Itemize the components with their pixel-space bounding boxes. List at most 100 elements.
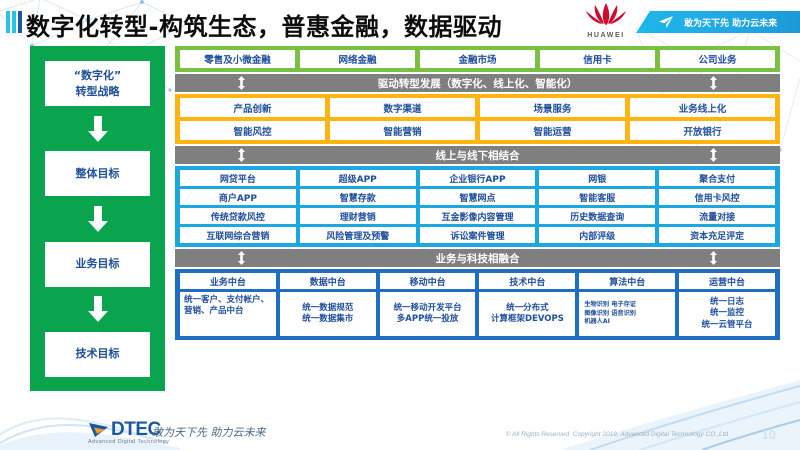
platform-head-data[interactable]: 数据中台	[279, 273, 376, 289]
application-row-1: 网贷平台 超级APP 企业银行APP 网银 聚合支付	[180, 170, 775, 186]
capability-smart-marketing[interactable]: 智能营销	[330, 121, 475, 140]
platform-body-text-2: 统一移动开发平台多APP统一投放	[393, 302, 462, 324]
app-online-banking[interactable]: 网银	[539, 170, 656, 186]
title-bar: 数字化转型-构筑生态，普惠金融，数据驱动 HUAWEI 敢为天下先 助力云未来	[0, 0, 800, 44]
business-line-financial-market[interactable]: 金融市场	[420, 50, 535, 68]
platform-body-business: 统一客户、支付帐户、营销、产品中台	[180, 292, 276, 336]
business-line-retail[interactable]: 零售及小微金融	[180, 50, 295, 68]
double-arrow-icon-1a	[238, 76, 245, 90]
app-smart-deposit[interactable]: 智慧存款	[299, 189, 416, 205]
strategy-box-overall-goal[interactable]: 整体目标	[45, 151, 150, 197]
capability-row-1: 产品创新 数字渠道 场景服务 业务线上化	[180, 98, 775, 117]
paper-plane-icon	[659, 16, 673, 28]
double-arrow-icon-3b	[710, 251, 717, 265]
capability-digital-channel[interactable]: 数字渠道	[330, 98, 475, 117]
platform-body-operation: 统一日志统一监控统一云管平台	[679, 292, 775, 336]
platform-column-data: 数据中台 统一数据规范统一数据集市	[279, 273, 376, 336]
platform-column-algorithm: 算法中台 生物识别 电子存证图像识别 语音识别机器人AI	[579, 273, 676, 336]
app-internal-rating[interactable]: 内部评级	[539, 227, 656, 243]
application-row-3: 传统贷款风控 理财营销 互金影像内容管理 历史数据查询 流量对接	[180, 208, 775, 224]
copyright-notice: © All Rights Reserved. Copyright 2019, A…	[505, 431, 728, 438]
huawei-flower-icon	[586, 3, 626, 25]
title-accent-ticks	[6, 11, 22, 33]
platform-head-algorithm[interactable]: 算法中台	[579, 273, 676, 289]
app-smart-customer-service[interactable]: 智能客服	[539, 189, 656, 205]
accent-tick-1	[6, 11, 10, 33]
dtec-tagline: Advanced Digital Technology	[88, 439, 170, 445]
connector-bar-business-tech-fusion: 业务与科技相融合	[175, 249, 780, 267]
business-lines-band: 零售及小微金融 网络金融 金融市场 信用卡 公司业务	[175, 46, 780, 72]
platform-body-text-1: 统一数据规范统一数据集市	[302, 302, 354, 324]
double-arrow-icon-2b	[710, 148, 717, 162]
platform-head-business[interactable]: 业务中台	[180, 273, 276, 289]
capability-open-banking[interactable]: 开放银行	[630, 121, 775, 140]
strategy-box-business-goal[interactable]: 业务目标	[45, 241, 150, 287]
app-internet-integrated-marketing[interactable]: 互联网综合营销	[180, 227, 296, 243]
app-enterprise-bank-app[interactable]: 企业银行APP	[419, 170, 536, 186]
accent-tick-3	[18, 11, 22, 33]
business-line-corporate[interactable]: 公司业务	[660, 50, 775, 68]
connector-bar-online-offline: 线上与线下相结合	[175, 146, 780, 164]
application-row-4: 互联网综合营销 风险管理及预警 诉讼案件管理 内部评级 资本充足评定	[180, 227, 775, 243]
header-ribbon: 敢为天下先 助力云未来	[636, 11, 800, 33]
application-row-2: 商户APP 智慧存款 智慧网点 智能客服 信用卡风控	[180, 189, 775, 205]
capability-smart-risk-control[interactable]: 智能风控	[180, 121, 325, 140]
platform-head-technology[interactable]: 技术中台	[479, 273, 576, 289]
app-super-app[interactable]: 超级APP	[299, 170, 416, 186]
platform-head-operation[interactable]: 运营中台	[679, 273, 775, 289]
business-line-credit-card[interactable]: 信用卡	[540, 50, 655, 68]
down-arrow-icon-2	[87, 205, 108, 232]
dtec-logo: DTEC	[88, 419, 161, 440]
app-merchant-app[interactable]: 商户APP	[180, 189, 296, 205]
platform-column-operation: 运营中台 统一日志统一监控统一云管平台	[679, 273, 775, 336]
platform-body-algorithm: 生物识别 电子存证图像识别 语音识别机器人AI	[579, 292, 676, 336]
app-smart-branch[interactable]: 智慧网点	[419, 189, 536, 205]
dtec-wordmark: DTEC	[111, 419, 161, 440]
platform-body-text-3: 统一分布式计算框架DEVOPS	[490, 302, 564, 324]
capability-row-2: 智能风控 智能营销 智能运营 开放银行	[180, 121, 775, 140]
app-capital-adequacy-assessment[interactable]: 资本充足评定	[659, 227, 775, 243]
strategy-box-digital-strategy[interactable]: “数字化”转型战略	[45, 61, 150, 106]
app-historical-data-query[interactable]: 历史数据查询	[539, 208, 656, 224]
application-band: 网贷平台 超级APP 企业银行APP 网银 聚合支付 商户APP 智慧存款 智慧…	[175, 166, 780, 247]
capability-product-innovation[interactable]: 产品创新	[180, 98, 325, 117]
capability-business-online[interactable]: 业务线上化	[630, 98, 775, 117]
connector-label-2: 线上与线下相结合	[435, 149, 520, 162]
strategy-box-technology-goal[interactable]: 技术目标	[45, 331, 150, 377]
footer-slogan: 敢为天下先 助力云未来	[152, 426, 266, 439]
double-arrow-icon-2a	[238, 148, 245, 162]
strategy-column: “数字化”转型战略 整体目标 业务目标 技术目标	[30, 46, 165, 391]
app-wealth-marketing[interactable]: 理财营销	[299, 208, 416, 224]
double-arrow-icon-1b	[710, 76, 717, 90]
app-aggregate-payment[interactable]: 聚合支付	[659, 170, 775, 186]
app-online-lending-platform[interactable]: 网贷平台	[180, 170, 296, 186]
accent-tick-2	[12, 11, 16, 33]
huawei-logo: HUAWEI	[578, 2, 634, 40]
platform-head-mobile[interactable]: 移动中台	[379, 273, 476, 289]
app-traditional-loan-risk[interactable]: 传统贷款风控	[180, 208, 296, 224]
connector-label-1: 驱动转型发展（数字化、线上化、智能化）	[377, 77, 578, 90]
platform-band: 业务中台 统一客户、支付帐户、营销、产品中台 数据中台 统一数据规范统一数据集市…	[175, 269, 780, 340]
down-arrow-icon-3	[87, 296, 108, 323]
app-credit-card-risk-control[interactable]: 信用卡风控	[659, 189, 775, 205]
platform-column-mobile: 移动中台 统一移动开发平台多APP统一投放	[379, 273, 476, 336]
app-traffic-docking[interactable]: 流量对接	[659, 208, 775, 224]
app-image-content-management[interactable]: 互金影像内容管理	[419, 208, 536, 224]
capability-band: 产品创新 数字渠道 场景服务 业务线上化 智能风控 智能营销 智能运营 开放银行	[175, 94, 780, 144]
platform-body-text-0: 统一客户、支付帐户、营销、产品中台	[184, 295, 270, 317]
platform-body-text-5: 统一日志统一监控统一云管平台	[701, 297, 753, 330]
app-litigation-case-management[interactable]: 诉讼案件管理	[419, 227, 536, 243]
page-title: 数字化转型-构筑生态，普惠金融，数据驱动	[26, 13, 502, 41]
capability-smart-operation[interactable]: 智能运营	[480, 121, 625, 140]
business-line-internet-finance[interactable]: 网络金融	[300, 50, 415, 68]
down-arrow-icon-1	[87, 115, 108, 142]
connector-label-3: 业务与科技相融合	[435, 252, 520, 265]
capability-scenario-service[interactable]: 场景服务	[480, 98, 625, 117]
app-risk-management-warning[interactable]: 风险管理及预警	[299, 227, 416, 243]
platform-column-technology: 技术中台 统一分布式计算框架DEVOPS	[479, 273, 576, 336]
double-arrow-icon-3a	[238, 251, 245, 265]
ribbon-text: 敢为天下先 助力云未来	[684, 18, 778, 29]
content-stack: 零售及小微金融 网络金融 金融市场 信用卡 公司业务 驱动转型发展（数字化、线上…	[175, 46, 780, 340]
platform-body-technology: 统一分布式计算框架DEVOPS	[479, 292, 576, 336]
